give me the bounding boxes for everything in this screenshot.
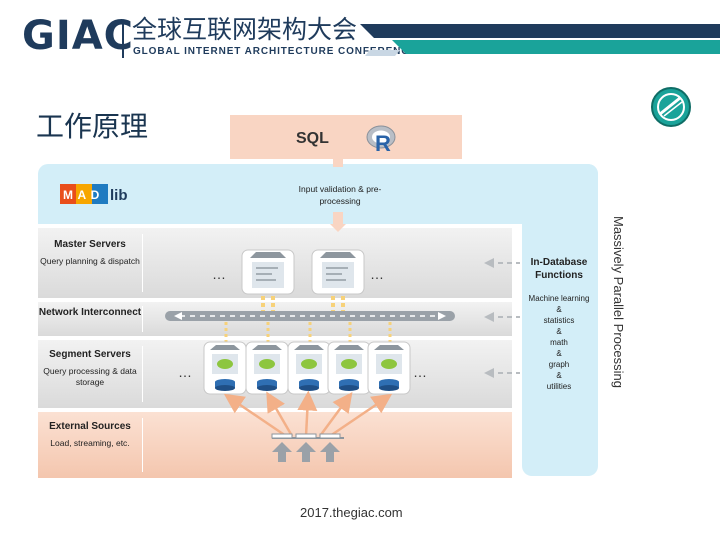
master-server-icon — [311, 249, 365, 295]
segment-server-icon — [245, 341, 289, 395]
external-source-icon — [271, 433, 344, 462]
segment-ellipsis-left: … — [178, 364, 193, 380]
function-item: & — [556, 371, 562, 380]
in-database-functions-list: Machine learning & statistics & math & g… — [524, 293, 594, 392]
giac-logo: GIAC — [22, 13, 135, 59]
input-validation-text: Input validation & pre-processing — [298, 184, 382, 206]
validation-connector — [333, 212, 343, 226]
master-servers-subtitle: Query planning & dispatch — [40, 256, 140, 266]
master-ellipsis-left: … — [212, 266, 227, 282]
function-arrow-head — [484, 368, 494, 378]
master-ellipsis-right: … — [370, 266, 385, 282]
function-item: math — [550, 338, 568, 347]
sql-label: SQL — [296, 130, 329, 147]
segment-server-icon — [203, 341, 247, 395]
footer-url: 2017.thegiac.com — [300, 505, 403, 520]
madlib-lib-text: lib — [110, 187, 128, 204]
in-database-functions-title: In-Database Functions — [530, 257, 588, 281]
madlib-logo: MAD lib — [60, 184, 128, 204]
function-item: & — [556, 327, 562, 336]
segment-ellipsis-right: … — [413, 364, 428, 380]
sql-connector — [333, 159, 343, 167]
master-servers-title: Master Servers — [54, 239, 126, 250]
function-arrow-head — [484, 312, 494, 322]
sql-input-box — [230, 115, 462, 159]
r-letter: R — [375, 131, 391, 155]
data-flow-arrows — [223, 390, 393, 438]
in-database-panel — [522, 164, 598, 476]
master-server-icon — [241, 249, 295, 295]
madlib-header-panel — [38, 164, 598, 224]
function-item: Machine learning — [528, 294, 590, 303]
segment-servers-subtitle: Query processing & data storage — [43, 366, 137, 387]
function-arrow-head — [484, 258, 494, 268]
header-stripes — [360, 24, 720, 56]
segment-server-icon — [367, 341, 411, 395]
function-item: statistics — [543, 316, 575, 325]
logo-divider — [122, 20, 124, 58]
validation-arrow — [330, 224, 346, 232]
badge-icon — [651, 87, 691, 127]
function-arrows — [498, 262, 520, 374]
segment-servers-label: Segment Servers Query processing & data … — [38, 348, 142, 388]
network-interconnect-title: Network Interconnect — [38, 307, 142, 318]
external-sources-title: External Sources — [49, 421, 131, 432]
page-title: 工作原理 — [36, 110, 149, 143]
segment-server-icon — [327, 341, 371, 395]
segment-servers-title: Segment Servers — [49, 349, 131, 360]
conference-name-cn: 全球互联网架构大会 — [132, 15, 358, 44]
gray-stripe — [365, 50, 400, 56]
network-interconnect-label: Network Interconnect — [38, 306, 142, 319]
external-sources-subtitle: Load, streaming, etc. — [50, 438, 130, 448]
navy-stripe — [360, 24, 720, 38]
function-item: utilities — [546, 382, 572, 391]
segment-server-icon — [287, 341, 331, 395]
teal-stripe — [392, 40, 720, 54]
function-item: & — [556, 349, 562, 358]
r-logo-icon: R — [366, 125, 396, 155]
function-item: graph — [548, 360, 570, 369]
madlib-mad-text: MAD — [63, 188, 104, 202]
master-servers-label: Master Servers Query planning & dispatch — [38, 238, 142, 267]
mpp-label: Massively Parallel Processing — [611, 216, 626, 388]
external-sources-label: External Sources Load, streaming, etc. — [38, 420, 142, 449]
conference-name-en: GLOBAL INTERNET ARCHITECTURE CONFERENCE — [133, 46, 417, 57]
function-item: & — [556, 305, 562, 314]
